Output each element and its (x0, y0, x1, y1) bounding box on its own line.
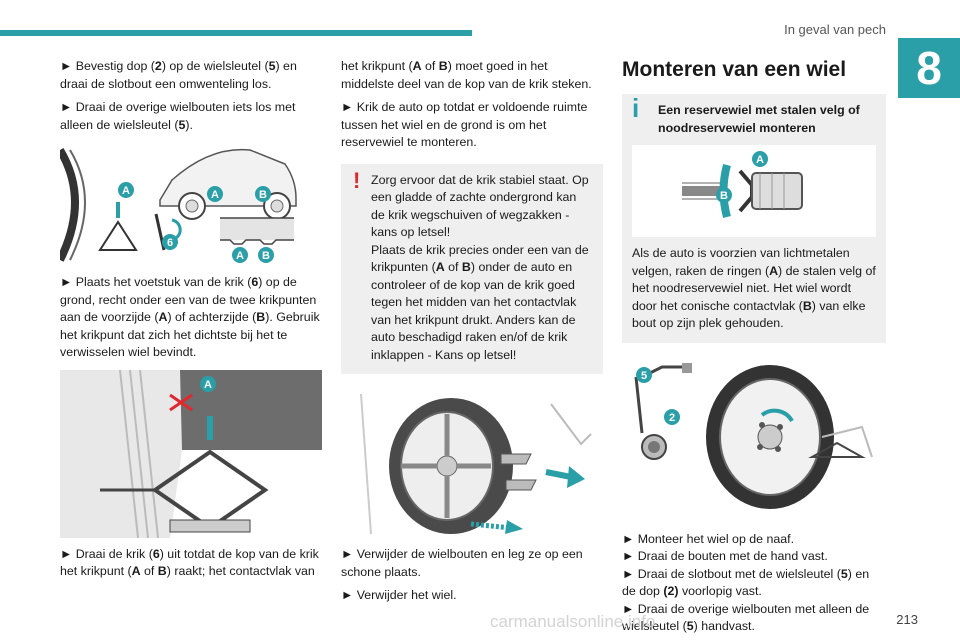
label-a: A (204, 379, 212, 391)
chapter-number-tab: 8 (898, 38, 960, 98)
label-b: B (259, 189, 267, 201)
paragraph: ► Draai de krik (6) uit totdat de kop va… (60, 546, 319, 579)
watermark: carmanualsonline.info (490, 612, 656, 631)
wheel-bolt-detail-illustration: A B (632, 145, 876, 237)
label-wrench-5: 5 (641, 370, 647, 382)
label-cap-2: 2 (669, 412, 675, 424)
label-jack-6: 6 (167, 237, 173, 249)
step-item: ► Draai de slotbout met de wielsleutel (… (622, 566, 870, 599)
wheel-removal-illustration (341, 384, 603, 534)
column-1: ► Bevestig dop (2) op de wielsleutel (5)… (60, 58, 322, 587)
paragraph: ► Draai de overige wielbouten iets los m… (60, 100, 296, 132)
header-accent-bar (0, 30, 472, 36)
info-text: Als de auto is voorzien van lichtmetalen… (632, 246, 876, 330)
column-3: Monteren van een wiel i Een reservewiel … (622, 58, 886, 636)
info-icon: i (632, 93, 640, 123)
car-jack-points-illustration: A B A 6 A B (60, 140, 322, 264)
label-a: A (236, 250, 244, 262)
wheel-mounting-illustration: 5 2 (622, 356, 886, 517)
page-number: 213 (896, 612, 918, 627)
warning-text: Plaats de krik precies onder een van de … (371, 242, 589, 362)
column-2: het krikpunt (A of B) moet goed in het m… (341, 58, 603, 611)
label-a: A (211, 189, 219, 201)
info-title: i Een reservewiel met stalen velg of noo… (632, 93, 860, 135)
paragraph: ► Krik de auto op totdat er voldoende ru… (341, 100, 588, 149)
paragraph: het krikpunt (A of B) moet goed in het m… (341, 59, 592, 91)
paragraph: ► Verwijder de wielbouten en leg ze op e… (341, 547, 583, 579)
warning-exclamation-icon: ! (353, 167, 361, 193)
page-header-title: In geval van pech (784, 22, 886, 37)
section-title: Monteren van een wiel (622, 58, 847, 81)
warning-text: Zorg ervoor dat de krik stabiel staat. O… (371, 172, 589, 240)
paragraph: ► Plaats het voetstuk van de krik (6) op… (60, 275, 320, 359)
jack-under-wheel-illustration: A (60, 369, 322, 538)
step-item: ► Draai de bouten met de hand vast. (622, 549, 828, 563)
paragraph: ► Verwijder het wiel. (341, 588, 457, 602)
paragraph: ► Bevestig dop (2) op de wielsleutel (5)… (60, 59, 297, 91)
step-item: ► Draai de overige wielbouten met alleen… (622, 601, 870, 634)
label-b: B (262, 250, 270, 262)
label-b: B (720, 190, 728, 202)
label-a: A (756, 154, 764, 166)
warning-box: ! Zorg ervoor dat de krik stabiel staat.… (341, 163, 603, 374)
label-a: A (122, 185, 130, 197)
info-box: i Een reservewiel met stalen velg of noo… (622, 94, 886, 343)
step-item: ► Monteer het wiel op de naaf. (622, 531, 795, 546)
mounting-steps: ► Monteer het wiel op de naaf. ► Draai d… (622, 531, 886, 636)
